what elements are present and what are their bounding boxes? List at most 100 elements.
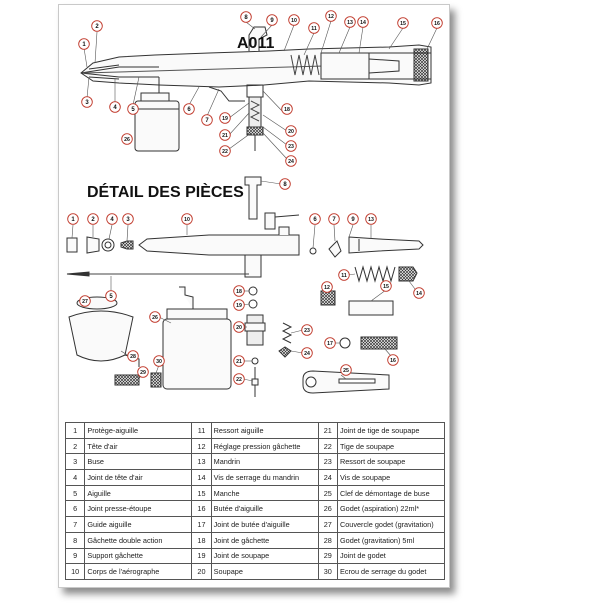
callout-9: 9 bbox=[347, 213, 359, 225]
part-number: 1 bbox=[64, 422, 86, 439]
callout-5: 5 bbox=[127, 103, 139, 115]
part-name: Butée d'aiguille bbox=[210, 500, 319, 518]
svg-text:5: 5 bbox=[131, 107, 135, 113]
part-name: Clef de démontage de buse bbox=[336, 484, 446, 502]
part-number: 5 bbox=[64, 484, 86, 502]
top-leaders bbox=[83, 20, 438, 160]
svg-text:18: 18 bbox=[284, 107, 290, 113]
svg-text:9: 9 bbox=[351, 217, 355, 223]
callout-15: 15 bbox=[380, 280, 392, 292]
callout-14: 14 bbox=[357, 16, 369, 28]
part-number: 25 bbox=[317, 484, 338, 502]
svg-text:21: 21 bbox=[222, 133, 228, 139]
callout-18: 18 bbox=[281, 103, 293, 115]
callout-2: 2 bbox=[91, 20, 103, 32]
part-number: 11 bbox=[191, 422, 212, 439]
svg-text:24: 24 bbox=[288, 159, 294, 165]
part-name: Joint de gâchette bbox=[210, 531, 319, 549]
svg-text:15: 15 bbox=[400, 21, 406, 27]
part-number: 9 bbox=[64, 547, 86, 565]
svg-text:24: 24 bbox=[304, 351, 310, 357]
callout-7: 7 bbox=[328, 213, 340, 225]
svg-text:6: 6 bbox=[187, 107, 191, 113]
svg-text:12: 12 bbox=[328, 14, 334, 20]
detail-leaders bbox=[71, 180, 416, 382]
callout-10: 10 bbox=[181, 213, 193, 225]
callout-13: 13 bbox=[344, 16, 356, 28]
part-number: 14 bbox=[191, 469, 212, 486]
part-number: 13 bbox=[191, 453, 212, 471]
svg-text:21: 21 bbox=[236, 359, 242, 365]
svg-text:23: 23 bbox=[288, 144, 294, 150]
svg-text:29: 29 bbox=[140, 370, 146, 376]
callout-23: 23 bbox=[285, 140, 297, 152]
callout-12: 12 bbox=[321, 281, 333, 293]
part-number: 30 bbox=[317, 563, 338, 580]
callout-26: 26 bbox=[121, 133, 133, 145]
svg-text:19: 19 bbox=[222, 116, 228, 122]
svg-text:20: 20 bbox=[288, 129, 294, 135]
svg-text:20: 20 bbox=[236, 325, 242, 331]
callout-19: 19 bbox=[219, 112, 231, 124]
svg-text:16: 16 bbox=[390, 358, 396, 364]
callout-6: 6 bbox=[309, 213, 321, 225]
part-number: 23 bbox=[317, 453, 338, 471]
svg-text:13: 13 bbox=[347, 20, 353, 26]
svg-text:1: 1 bbox=[71, 217, 75, 223]
part-name: Ecrou de serrage du godet bbox=[336, 563, 446, 580]
svg-text:19: 19 bbox=[236, 303, 242, 309]
callout-9: 9 bbox=[266, 14, 278, 26]
svg-text:28: 28 bbox=[130, 354, 136, 360]
svg-text:14: 14 bbox=[360, 20, 366, 26]
part-number: 2 bbox=[64, 437, 86, 455]
callout-17: 17 bbox=[324, 337, 336, 349]
callout-1: 1 bbox=[67, 213, 79, 225]
svg-text:26: 26 bbox=[124, 137, 130, 143]
svg-text:8: 8 bbox=[283, 182, 287, 188]
svg-text:4: 4 bbox=[110, 217, 114, 223]
callout-26: 26 bbox=[149, 311, 161, 323]
part-name: Mandrin bbox=[210, 453, 319, 471]
callout-20: 20 bbox=[233, 321, 245, 333]
part-name: Godet (aspiration) 22ml* bbox=[336, 500, 446, 518]
callout-14: 14 bbox=[413, 287, 425, 299]
callout-2: 2 bbox=[87, 213, 99, 225]
svg-text:16: 16 bbox=[434, 21, 440, 27]
callout-19: 19 bbox=[233, 299, 245, 311]
callout-28: 28 bbox=[127, 350, 139, 362]
model-title: A011 bbox=[237, 35, 274, 52]
callout-4: 4 bbox=[109, 101, 121, 113]
callout-16: 16 bbox=[387, 354, 399, 366]
svg-text:7: 7 bbox=[205, 118, 209, 124]
part-name: Couvercle godet (gravitation) bbox=[336, 516, 446, 533]
part-number: 22 bbox=[317, 437, 338, 455]
svg-text:30: 30 bbox=[156, 359, 162, 365]
svg-text:18: 18 bbox=[236, 289, 242, 295]
part-number: 19 bbox=[191, 547, 212, 565]
callout-21: 21 bbox=[233, 355, 245, 367]
svg-text:14: 14 bbox=[416, 291, 422, 297]
part-number: 12 bbox=[191, 437, 212, 455]
part-number: 28 bbox=[317, 531, 338, 549]
svg-text:8: 8 bbox=[244, 15, 248, 21]
part-number: 4 bbox=[64, 469, 86, 486]
part-name: Support gâchette bbox=[84, 547, 193, 565]
part-name: Tête d'air bbox=[84, 437, 193, 455]
svg-text:11: 11 bbox=[311, 26, 317, 32]
callout-30: 30 bbox=[153, 355, 165, 367]
part-number: 7 bbox=[64, 516, 86, 533]
callout-25: 25 bbox=[340, 364, 352, 376]
exploded-parts bbox=[66, 176, 424, 397]
part-number: 15 bbox=[191, 484, 212, 502]
part-name: Ressort aiguille bbox=[210, 422, 319, 439]
part-name: Joint de butée d'aiguille bbox=[210, 516, 319, 533]
part-name: Joint de soupape bbox=[210, 547, 319, 565]
callout-5: 5 bbox=[105, 290, 117, 302]
svg-text:27: 27 bbox=[82, 299, 88, 305]
part-number: 8 bbox=[64, 531, 86, 549]
